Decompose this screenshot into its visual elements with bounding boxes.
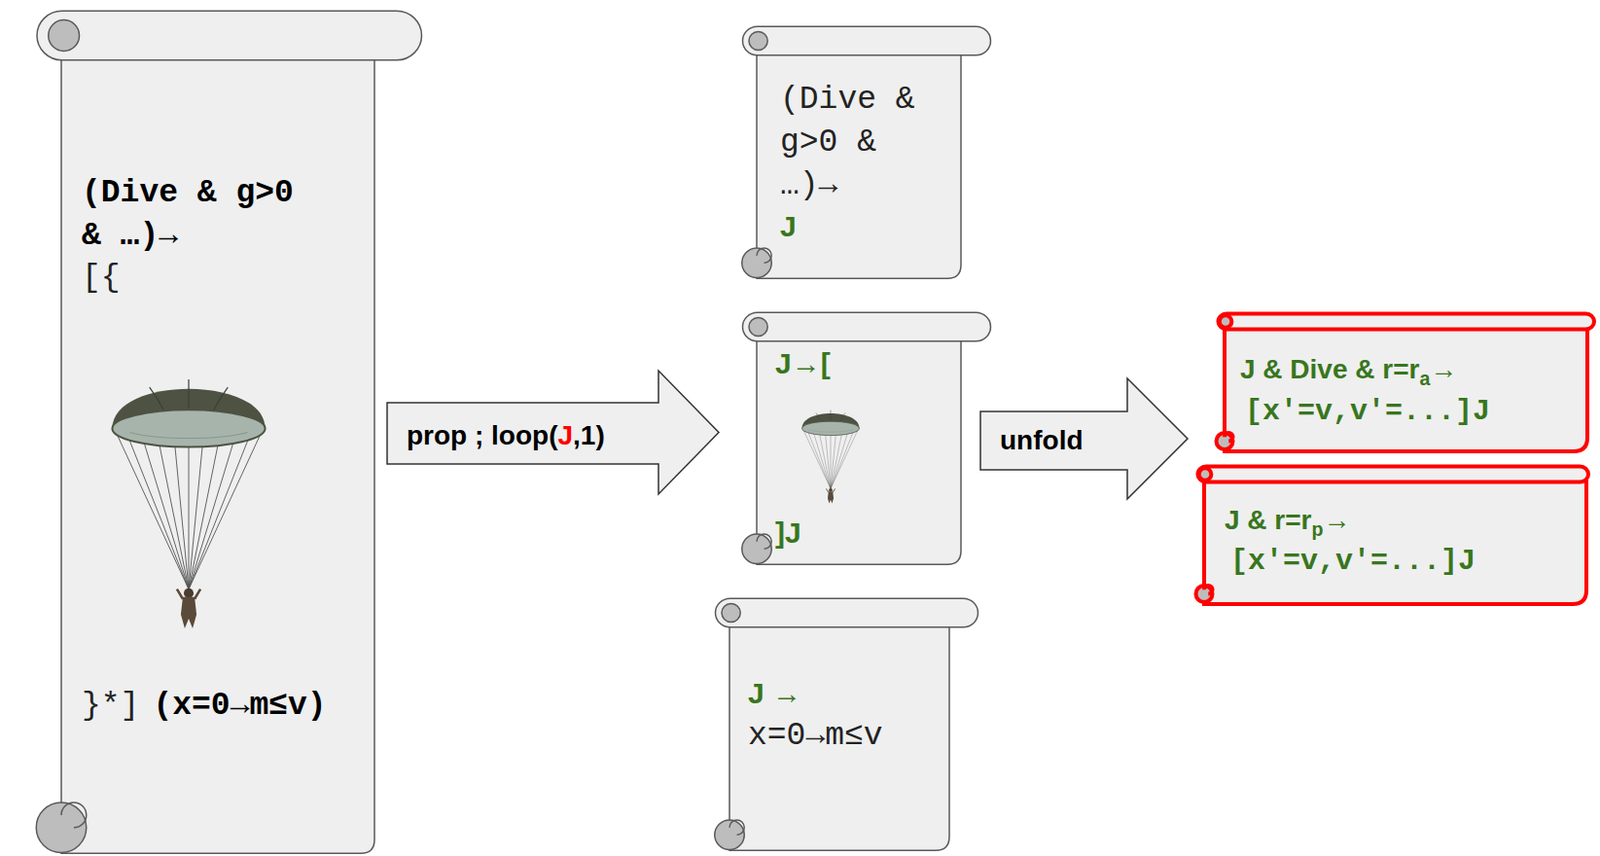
scroll-curl-line [756, 248, 772, 263]
scroll-outline [726, 311, 993, 567]
node-text: (Dive & g>0 & …)→ [780, 78, 926, 208]
scroll-roll [1218, 314, 1596, 330]
scroll-roll [743, 312, 992, 342]
scroll-curl-line [1224, 432, 1234, 442]
node-text: J→[ [775, 346, 831, 382]
block-arrow: unfold [979, 377, 1189, 500]
node-text: [x′=v,v′=...]J [1244, 393, 1491, 429]
scroll-body [61, 35, 375, 854]
scroll-curl-line [1204, 585, 1213, 595]
scroll-node: J→[ ]J [726, 311, 993, 567]
scroll-outline [0, 9, 424, 855]
scroll-node: J →x=0→m≤v [699, 597, 980, 853]
node-text: J & Dive & r=ra→ [1240, 353, 1458, 395]
scroll-curl [1199, 467, 1212, 481]
scroll-body [729, 612, 950, 851]
node-text: x=0→m≤v [747, 714, 884, 758]
scroll-curl-line [61, 802, 87, 828]
scroll-curl [1219, 315, 1233, 328]
scroll-node-highlighted: J & Dive & r=ra→[x′=v,v′=...]J [1206, 311, 1599, 455]
scroll-curl [714, 819, 746, 851]
node-text: J & r=rp→ [1224, 503, 1351, 546]
node-text: (x=0→m≤v) [152, 684, 326, 728]
scroll-curl [1216, 432, 1234, 450]
node-text: [{ [81, 256, 121, 300]
scroll-curl [748, 317, 768, 336]
scroll-node: (Dive & g>0 & …)→[{ }*] (x=0→m≤v) [0, 9, 424, 855]
scroll-body [756, 40, 961, 279]
node-text: unfold [999, 424, 1084, 458]
scroll-curl [742, 533, 773, 565]
scroll-curl-line [756, 533, 772, 549]
scroll-body [756, 326, 961, 565]
scroll-outline [1178, 463, 1593, 607]
scroll-roll [36, 10, 423, 61]
scroll-roll [1198, 466, 1590, 483]
scroll-curl [48, 20, 80, 52]
node-text: }*] [81, 684, 140, 728]
block-arrow-shape [387, 370, 719, 495]
node-text: J → [747, 675, 802, 712]
node-text: prop ; loop(J,1) [406, 419, 605, 453]
node-text: [x′=v,v′=...]J [1230, 543, 1476, 579]
scroll-body [1204, 474, 1587, 605]
block-arrow: prop ; loop(J,1) [386, 369, 720, 496]
scroll-node: (Dive & g>0 & …)→J [726, 25, 993, 281]
scroll-roll [715, 598, 979, 628]
node-text: J [780, 209, 797, 245]
scroll-curl [1196, 585, 1213, 603]
scroll-node-highlighted: J & r=rp→[x′=v,v′=...]J [1178, 463, 1593, 607]
scroll-curl [721, 603, 741, 622]
node-text: ]J [775, 515, 802, 551]
scroll-roll [743, 26, 992, 56]
scroll-curl-line [729, 819, 745, 835]
node-text: (Dive & g>0 & …)→ [81, 172, 316, 258]
block-arrow-shape [980, 378, 1188, 499]
scroll-body [1224, 321, 1588, 453]
scroll-curl [748, 31, 768, 50]
scroll-curl [742, 248, 773, 279]
scroll-curl [35, 802, 87, 854]
